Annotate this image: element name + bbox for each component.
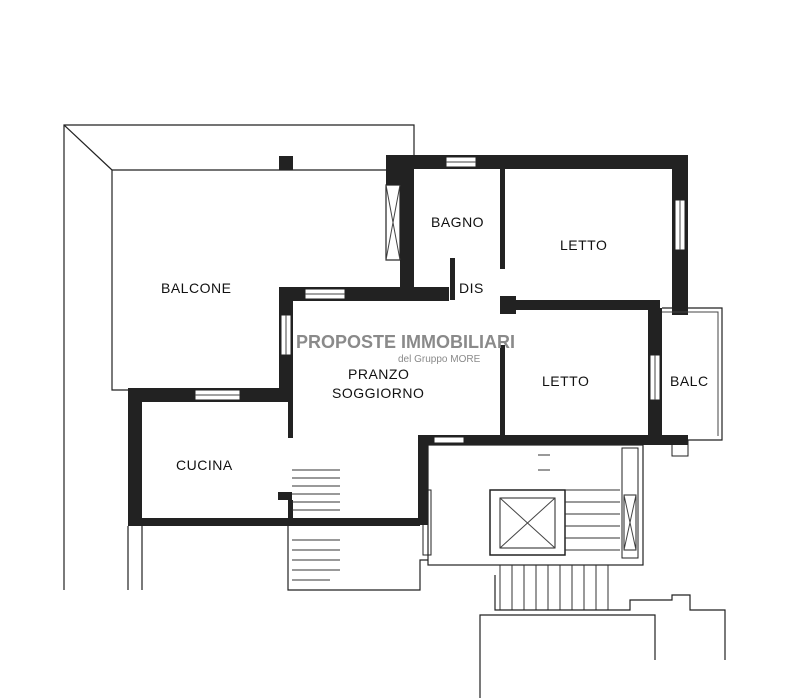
room-label-cucina: CUCINA (176, 457, 233, 473)
watermark-title: PROPOSTE IMMOBILIARI (296, 332, 515, 352)
room-label-bagno: BAGNO (431, 214, 484, 230)
room-label-balcone: BALCONE (161, 280, 231, 296)
small-balcony (662, 307, 723, 457)
column-marker (279, 156, 293, 170)
lower-terrace (127, 469, 428, 591)
room-label-soggiorno: SOGGIORNO (332, 385, 424, 401)
interior-walls (278, 169, 505, 522)
cupboard-balcone (385, 184, 401, 261)
watermark-subtitle: del Gruppo MORE (398, 354, 481, 365)
room-label-letto-2: LETTO (542, 373, 589, 389)
terrace-outline (63, 124, 415, 590)
windows (194, 156, 686, 444)
room-label-dis: DIS (459, 280, 484, 296)
stairwell (422, 444, 726, 698)
room-label-pranzo: PRANZO (348, 366, 409, 382)
room-label-letto-1: LETTO (560, 237, 607, 253)
room-label-balc: BALC (670, 373, 709, 389)
